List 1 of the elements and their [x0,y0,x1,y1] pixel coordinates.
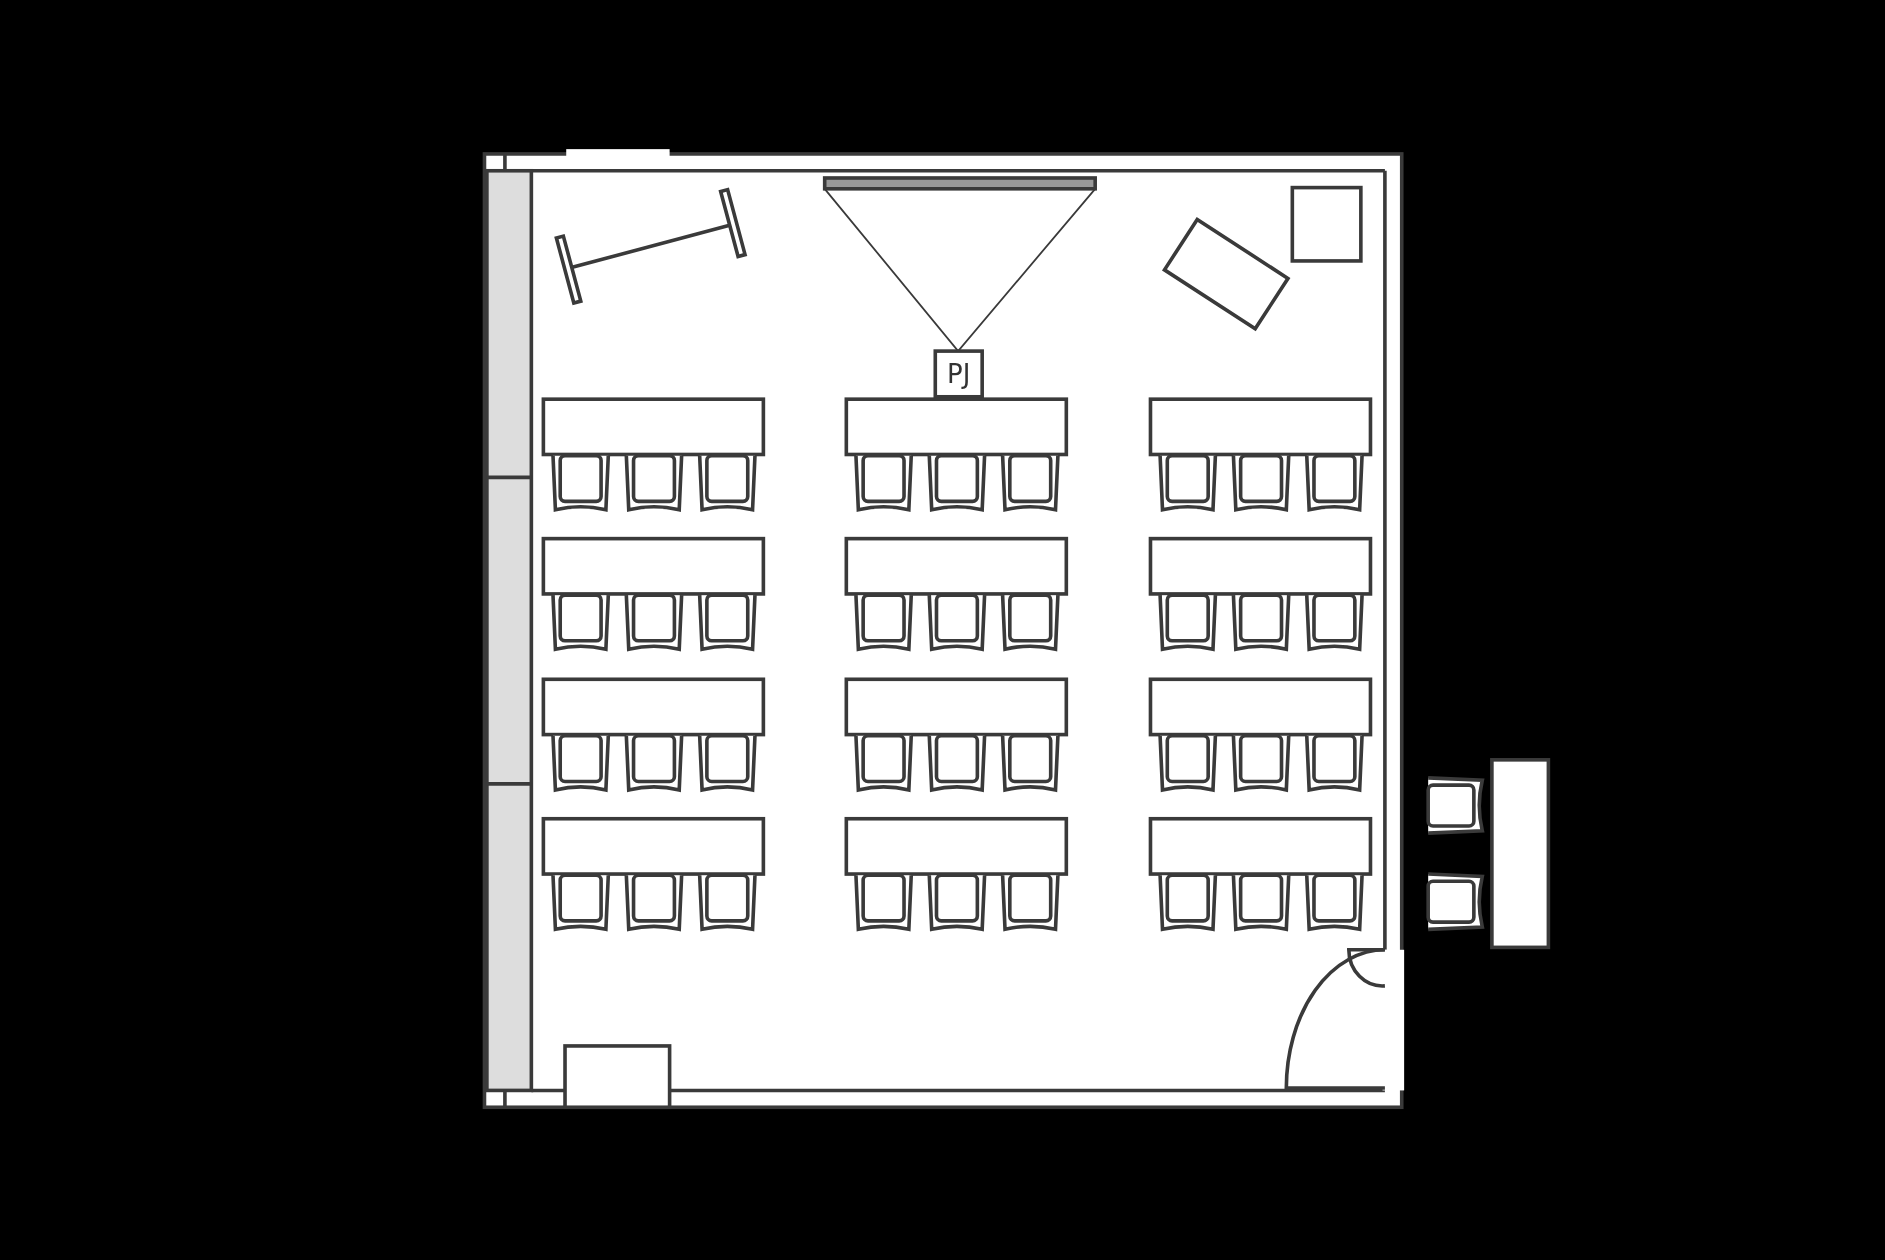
projector-label: PJ [946,357,972,391]
